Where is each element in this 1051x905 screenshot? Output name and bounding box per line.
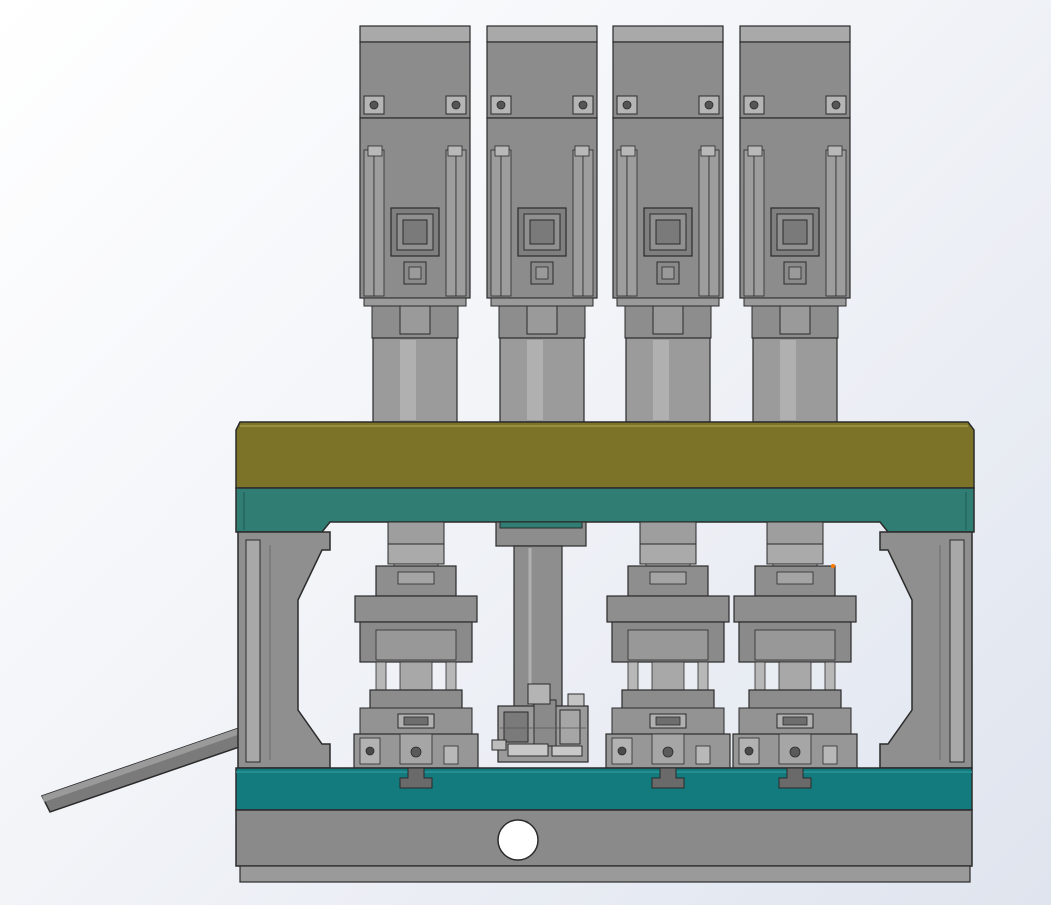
lower-teal-plate (235, 767, 973, 811)
connector-box-icon (390, 207, 440, 285)
servo-motors (359, 25, 851, 423)
connector-box-icon (517, 207, 567, 285)
t-slot-clamps (399, 767, 812, 789)
t-slot-icon (399, 767, 433, 789)
top-plate (235, 421, 975, 489)
right-column (879, 531, 973, 769)
upper-teal-plate (235, 487, 975, 533)
motor-icon (359, 25, 471, 423)
motor-icon (739, 25, 851, 423)
left-column (237, 531, 331, 769)
press-station-1 (353, 521, 479, 769)
hole-icon (497, 819, 539, 861)
base-plate (235, 809, 973, 883)
center-module (491, 521, 589, 763)
t-slot-icon (778, 767, 812, 789)
marker-dot (831, 564, 835, 568)
clamp-icon (649, 713, 687, 729)
clamp-icon (397, 713, 435, 729)
t-slot-icon (651, 767, 685, 789)
connector-box-icon (770, 207, 820, 285)
press-stations (353, 521, 858, 769)
motor-icon (612, 25, 724, 423)
motor-icon (486, 25, 598, 423)
clamp-icon (776, 713, 814, 729)
discharge-chute (40, 725, 249, 813)
press-station-4 (732, 521, 858, 769)
press-station-3 (605, 521, 731, 769)
connector-box-icon (643, 207, 693, 285)
